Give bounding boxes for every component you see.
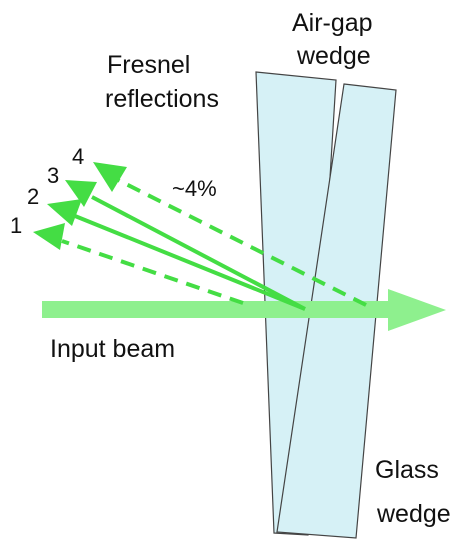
glass-wedge-label-line1: Glass [375,456,439,484]
percent-label: ~4% [172,176,217,201]
beam-number-1: 1 [10,213,22,238]
fresnel-label-line1: Fresnel [107,51,190,79]
input-beam-arrowhead [388,289,446,331]
beam-number-2: 2 [27,184,39,209]
reflected-beam-3-arrowhead [65,180,97,207]
glass-wedge-label-line2: wedge [376,500,451,528]
input-beam [42,301,392,318]
input-beam-label: Input beam [50,335,175,363]
beam-number-4: 4 [72,144,84,169]
fresnel-label-line2: reflections [105,85,219,113]
reflected-beam-1-arrowhead [33,223,65,250]
reflected-beam-2-arrowhead [47,199,82,226]
air-gap-label-line1: Air-gap [292,9,373,37]
reflected-beam-2 [74,214,306,311]
reflected-beam-4-arrowhead [93,162,127,192]
reflected-beam-4 [117,178,367,307]
reflected-beam-3 [91,195,306,311]
air-gap-label-line2: wedge [296,42,371,70]
beam-number-3: 3 [47,163,59,188]
reflected-beam-1 [61,239,244,305]
